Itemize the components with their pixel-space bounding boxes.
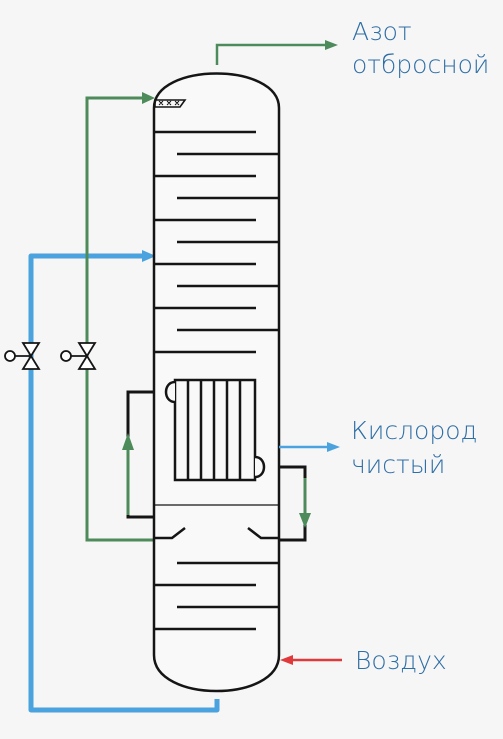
green-loop-up-arrow bbox=[122, 433, 134, 450]
label-oxygen-line2: чистый bbox=[351, 450, 446, 479]
green-lower-line bbox=[85, 238, 154, 542]
label-air: Воздух bbox=[355, 646, 447, 675]
air-inlet-arrow bbox=[280, 655, 293, 665]
green-top-arrow bbox=[142, 92, 155, 104]
condenser-evaporator bbox=[164, 378, 266, 482]
draw-off-left bbox=[154, 527, 186, 540]
green-nitrogen-line bbox=[215, 43, 326, 65]
lower-trays bbox=[154, 561, 279, 631]
label-nitrogen-line2: отбросной bbox=[352, 50, 490, 79]
gate-valve-icon bbox=[60, 342, 97, 370]
blue-reflux-arrow bbox=[142, 250, 156, 262]
distributor-icon bbox=[154, 99, 187, 108]
green-top-line bbox=[85, 96, 145, 246]
upper-trays bbox=[154, 130, 279, 354]
green-nitrogen-arrow bbox=[325, 40, 338, 50]
label-nitrogen-line1: Азот bbox=[352, 17, 412, 46]
blue-reflux-line bbox=[28, 253, 220, 713]
oxygen-outlet-arrow bbox=[327, 442, 340, 452]
green-loop-down-arrow bbox=[299, 513, 311, 528]
gate-valve-icon bbox=[4, 342, 41, 370]
draw-off-right bbox=[247, 527, 279, 540]
distributor-hatch bbox=[158, 100, 180, 106]
label-oxygen-line1: Кислород bbox=[351, 416, 478, 445]
condenser-header-bottom bbox=[254, 455, 266, 479]
condenser-header-top bbox=[164, 380, 176, 404]
